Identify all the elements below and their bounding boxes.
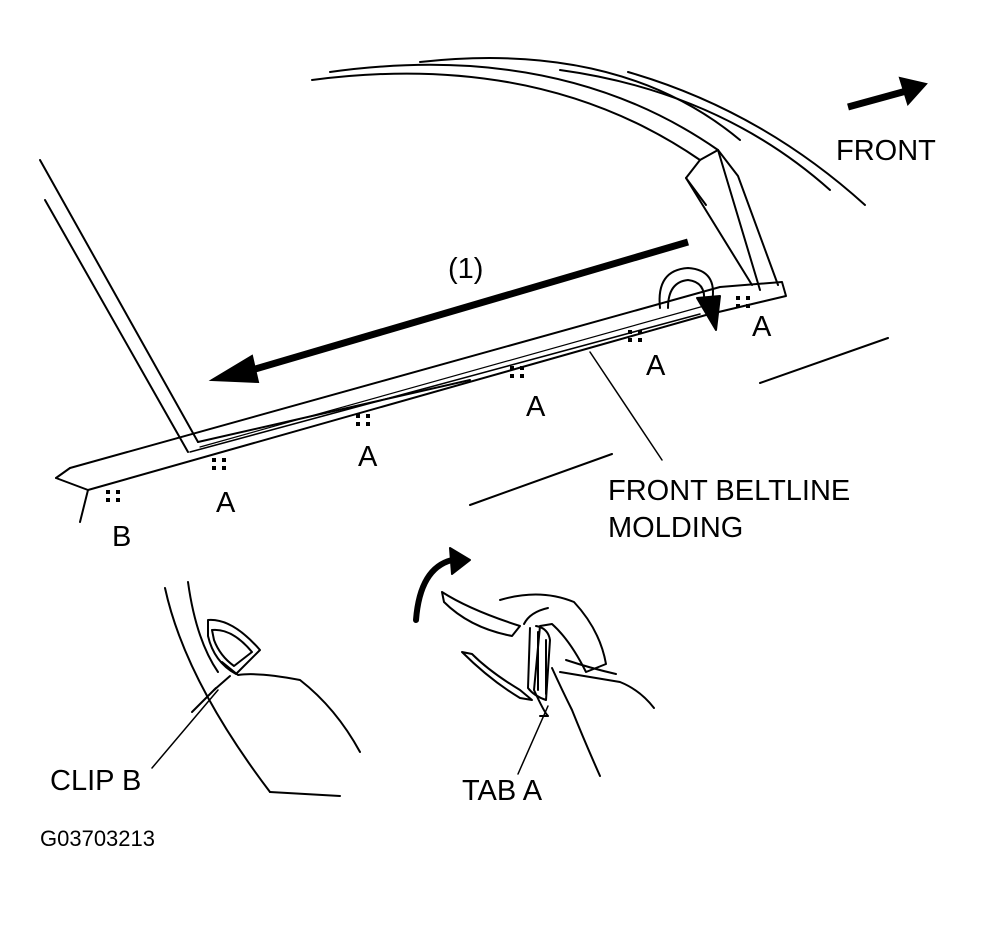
clip-a-label-5: A [752, 311, 772, 343]
clip-dots-a3 [510, 366, 524, 378]
clip-b-detail-label: CLIP B [50, 765, 141, 797]
clip-dots-a2 [356, 414, 370, 426]
tab-a-detail-label: TAB A [462, 775, 543, 807]
roof-lines [311, 57, 866, 206]
window-lower-edge [197, 379, 471, 443]
clip-a-label-4: A [646, 350, 666, 382]
part-label-line1: FRONT BELTLINE [608, 475, 850, 507]
figure-id: G03703213 [40, 826, 155, 851]
clip-dots-b [106, 490, 120, 502]
clip-b-detail [164, 581, 361, 797]
clip-b-label: B [112, 521, 131, 553]
clip-dots-a4 [628, 330, 642, 342]
clip-a-label-3: A [526, 391, 546, 423]
clip-dots-a5 [736, 296, 750, 308]
curved-arrow-icon [658, 267, 721, 331]
tab-a-leader [517, 705, 549, 775]
clip-a-label-1: A [216, 487, 236, 519]
rotate-arrow-icon [413, 547, 471, 623]
door-frame [39, 159, 199, 453]
front-arrow-icon [847, 76, 928, 111]
part-label-line2: MOLDING [608, 512, 743, 544]
step-label: (1) [448, 253, 483, 285]
front-beltline-molding [55, 281, 787, 523]
clip-b-leader [151, 689, 219, 769]
a-pillar [685, 149, 779, 291]
removal-arrow-icon [208, 238, 689, 384]
clip-a-label-2: A [358, 441, 378, 473]
clip-dots-a1 [212, 458, 226, 470]
front-label: FRONT [836, 135, 936, 167]
tab-a-detail [441, 591, 655, 777]
clip-position-dots [106, 296, 750, 502]
door-body-lines [469, 337, 889, 506]
